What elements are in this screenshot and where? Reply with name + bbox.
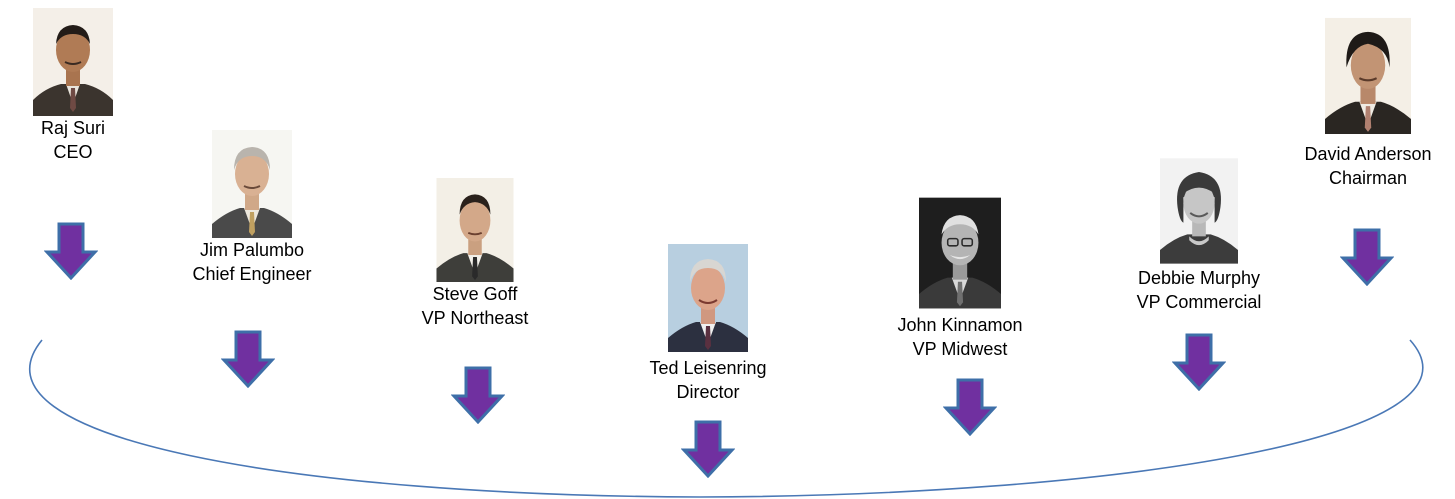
headshot-photo-icon [212, 130, 292, 238]
member-title: Director [676, 382, 740, 402]
down-arrow-icon [1340, 228, 1394, 286]
member-name: Jim Palumbo [199, 240, 305, 260]
down-arrow-icon [221, 330, 275, 388]
down-arrow-icon [44, 222, 98, 280]
member-david-anderson: David Anderson Chairman [1278, 10, 1455, 190]
member-raj-suri: Raj Suri CEO [0, 8, 163, 164]
member-title: VP Northeast [421, 308, 529, 328]
down-arrow-icon [451, 366, 505, 424]
headshot-photo-icon [33, 8, 113, 116]
member-name: David Anderson [1304, 144, 1432, 164]
member-debbie-murphy: Debbie Murphy VP Commercial [1109, 156, 1289, 314]
member-john-kinnamon: John Kinnamon VP Midwest [870, 193, 1050, 361]
down-arrow-icon [1172, 333, 1226, 391]
member-name: Raj Suri [40, 118, 106, 138]
down-arrow-icon [943, 378, 997, 436]
member-name: Steve Goff [432, 284, 518, 304]
member-title: Chairman [1328, 168, 1408, 188]
headshot-photo-icon [919, 197, 1001, 309]
down-arrow-icon [681, 420, 735, 478]
member-name: John Kinnamon [897, 315, 1023, 335]
member-name: Debbie Murphy [1137, 268, 1261, 288]
member-ted-leisenring: Ted Leisenring Director [618, 240, 798, 404]
member-jim-palumbo: Jim Palumbo Chief Engineer [162, 130, 342, 286]
member-title: CEO [53, 142, 93, 162]
arc-curve [28, 339, 1424, 498]
headshot-photo-icon [668, 244, 748, 352]
member-title: VP Commercial [1136, 292, 1262, 312]
headshot-photo-icon [1160, 158, 1238, 264]
headshot-photo-icon [1325, 17, 1411, 135]
member-title: Chief Engineer [192, 264, 312, 284]
member-title: VP Midwest [912, 339, 1008, 359]
member-steve-goff: Steve Goff VP Northeast [385, 178, 565, 330]
headshot-photo-icon [436, 178, 514, 282]
member-name: Ted Leisenring [649, 358, 767, 378]
